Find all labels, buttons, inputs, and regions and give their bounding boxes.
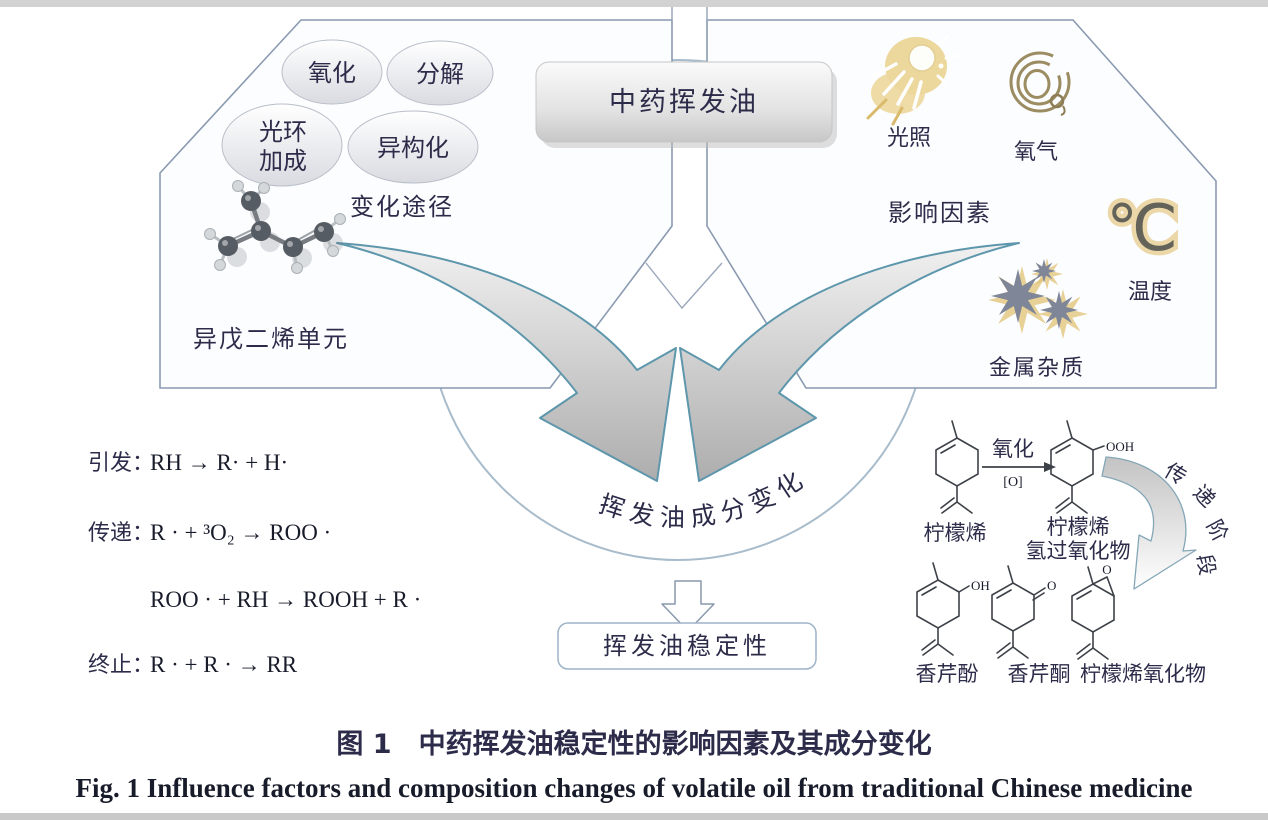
right-converge-arrow: [679, 242, 1020, 482]
oval-decomposition: 分解: [386, 40, 494, 106]
initiation-formula: RH → R· + H·: [150, 450, 288, 475]
carvone-structure: [991, 565, 1046, 659]
oval-oxidation: 氧化: [281, 39, 383, 105]
bottom-edge-strip: [0, 813, 1268, 820]
light-label: 光照: [887, 126, 931, 151]
epoxide-o-label: O: [1102, 562, 1111, 577]
oval-photocycloaddition-line1: 光环: [259, 118, 307, 146]
isoprene-label: 异戊二烯单元: [193, 325, 349, 353]
propagation-stage-arrow: [1101, 456, 1197, 590]
source-box: [535, 61, 833, 143]
oh-label: OH: [971, 578, 990, 593]
carvone-label: 香芹酮: [1008, 662, 1071, 686]
radical-reactions: 引发： RH → R· + H· 传递： R · + ³O₂ → ROO · R…: [88, 450, 421, 678]
initiation-label: 引发：: [88, 451, 154, 476]
caption-zh: 图 1 中药挥发油稳定性的影响因素及其成分变化: [336, 728, 931, 760]
ketone-o-label: O: [1047, 578, 1056, 593]
channel-stub-lines: [671, 7, 708, 20]
limonene-oxide-structure: [1071, 566, 1115, 660]
stability-box: [557, 622, 817, 670]
limonene-hydroperoxide-structure: [1050, 420, 1105, 514]
oval-oxidation-label: 氧化: [308, 59, 356, 87]
oval-isomerization: 异构化: [347, 110, 479, 184]
center-chevron: [645, 262, 723, 310]
temperature-icon: ℃ ℃: [1102, 188, 1183, 271]
metal-impurities-label: 金属杂质: [989, 356, 1085, 381]
propagation-formula-2: ROO · + RH → ROOH + R ·: [150, 587, 421, 612]
source-box-label: 中药挥发油: [609, 87, 759, 118]
caption-en: Fig. 1 Influence factors and composition…: [76, 773, 1193, 803]
oxygen-icon: [1009, 51, 1071, 116]
oxidation-arrow: [982, 462, 1056, 472]
svg-text:阶: 阶: [1202, 516, 1233, 546]
svg-text:℃: ℃: [1106, 192, 1178, 266]
sun-icon: [866, 34, 960, 126]
pathway-label: 变化途径: [350, 193, 454, 221]
factors-label: 影响因素: [888, 199, 992, 227]
oxygen-label: 氧气: [1014, 140, 1058, 165]
ooh-label: OOH: [1106, 439, 1134, 454]
oxidant-label: [O]: [1003, 475, 1022, 490]
svg-text:递: 递: [1188, 480, 1220, 512]
temperature-label: 温度: [1128, 280, 1172, 305]
svg-text:段: 段: [1192, 552, 1219, 577]
oval-decomposition-label: 分解: [416, 60, 464, 88]
propagation-label: 传递：: [88, 521, 154, 546]
product-label-line2: 氢过氧化物: [1026, 539, 1131, 563]
svg-text:℃: ℃: [1106, 192, 1178, 266]
oval-photocycloaddition-line2: 加成: [259, 147, 307, 175]
top-edge-strip: [0, 0, 1268, 7]
termination-formula: R · + R · → RR: [150, 652, 298, 677]
oval-isomerization-label: 异构化: [377, 134, 449, 162]
termination-label: 终止：: [88, 653, 154, 678]
carvacrol-structure: [916, 562, 970, 656]
stability-box-label: 挥发油稳定性: [603, 632, 771, 660]
product-label-line1: 柠檬烯: [1047, 515, 1110, 539]
limonene-oxide-label: 柠檬烯氧化物: [1080, 662, 1206, 686]
propagation-formula-1: R · + ³O₂ → ROO ·: [150, 520, 331, 545]
oxidation-label: 氧化: [992, 437, 1034, 461]
limonene-label: 柠檬烯: [924, 521, 987, 545]
carvacrol-label: 香芹酚: [916, 662, 979, 686]
oval-photocycloaddition: 光环 加成: [221, 103, 343, 187]
down-arrow: [661, 580, 715, 632]
left-converge-arrow: [336, 242, 677, 482]
isoprene-molecule: [204, 180, 346, 274]
limonene-structure: [935, 420, 979, 514]
